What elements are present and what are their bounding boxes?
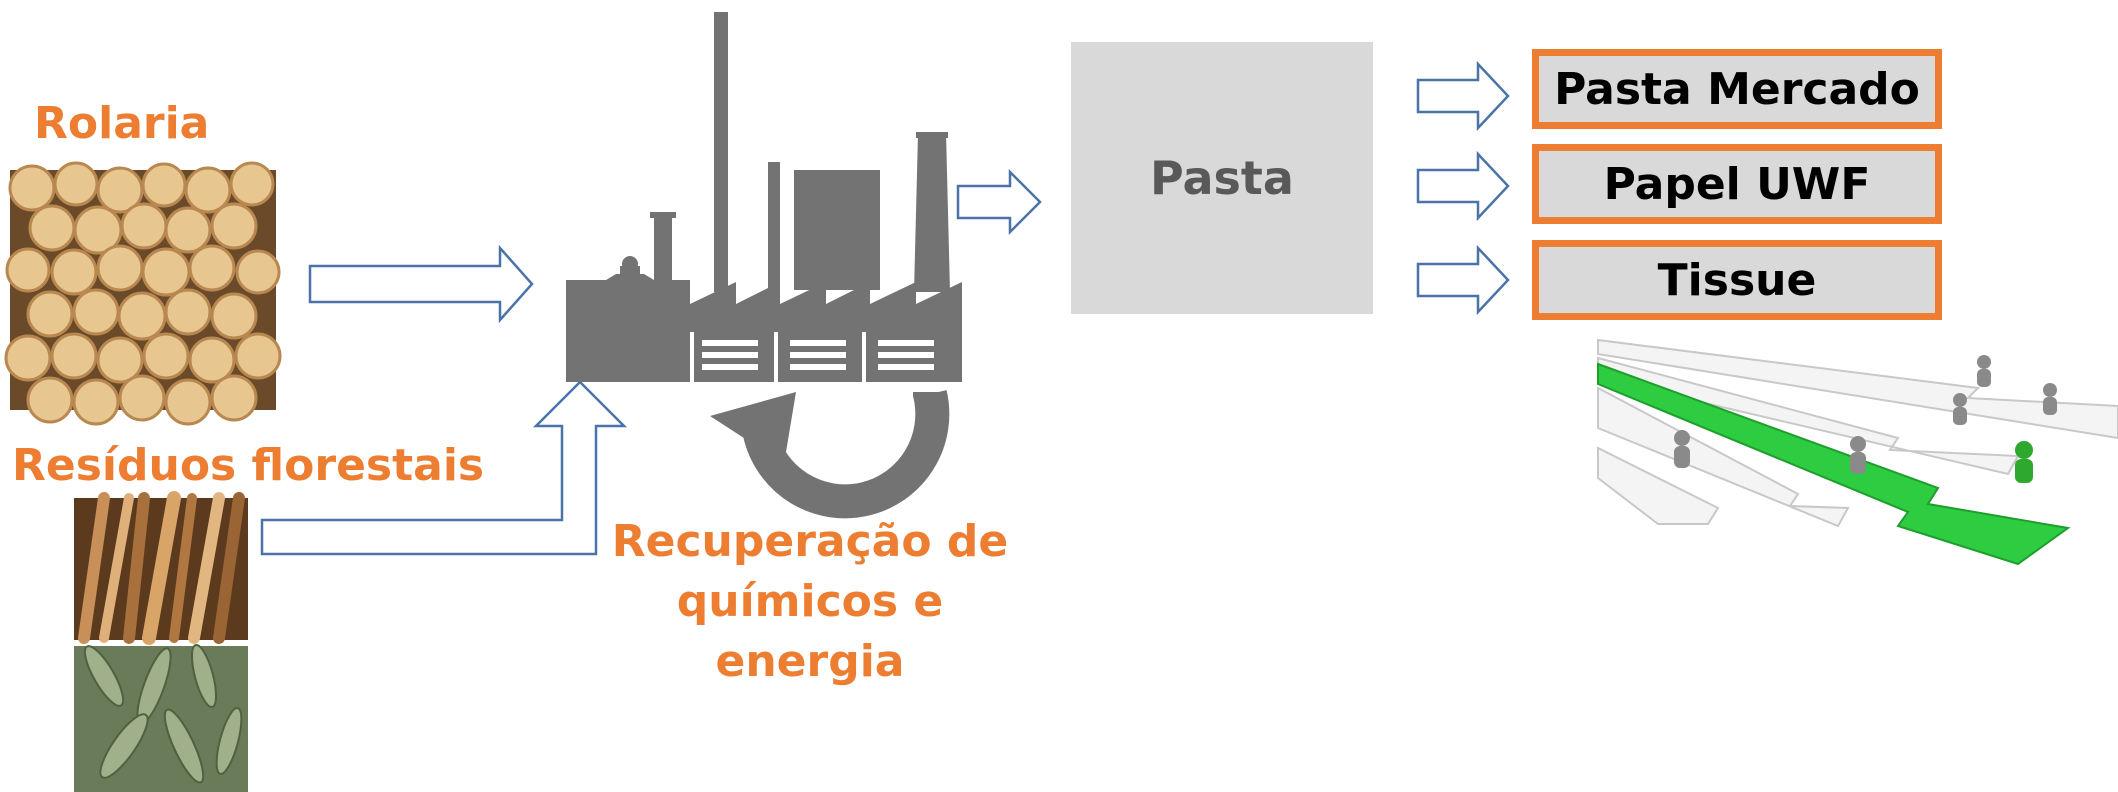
log-pile-image bbox=[4, 161, 282, 426]
recovery-cycle-arrow-icon bbox=[710, 390, 950, 519]
product-label: Pasta Mercado bbox=[1554, 63, 1920, 115]
arrow-to-product-0 bbox=[1416, 60, 1510, 132]
product-box-tissue: Tissue bbox=[1532, 240, 1942, 320]
recuperacao-label: Recuperação de químicos e energia bbox=[611, 516, 1009, 687]
leaves-image bbox=[74, 644, 248, 792]
product-label: Papel UWF bbox=[1603, 158, 1871, 210]
product-box-pasta-mercado: Pasta Mercado bbox=[1532, 49, 1942, 129]
arrow-to-product-2 bbox=[1416, 244, 1510, 316]
factory-icon bbox=[566, 12, 962, 382]
product-label: Tissue bbox=[1657, 254, 1817, 306]
race-illustration bbox=[1597, 338, 2118, 566]
arrow-to-product-1 bbox=[1416, 150, 1510, 222]
residuos-label: Resíduos florestais bbox=[12, 440, 485, 491]
pasta-label: Pasta bbox=[1150, 151, 1294, 205]
rolaria-label: Rolaria bbox=[34, 98, 210, 149]
product-box-papel-uwf: Papel UWF bbox=[1532, 144, 1942, 224]
bark-image bbox=[74, 491, 248, 645]
pasta-box: Pasta bbox=[1071, 42, 1373, 314]
